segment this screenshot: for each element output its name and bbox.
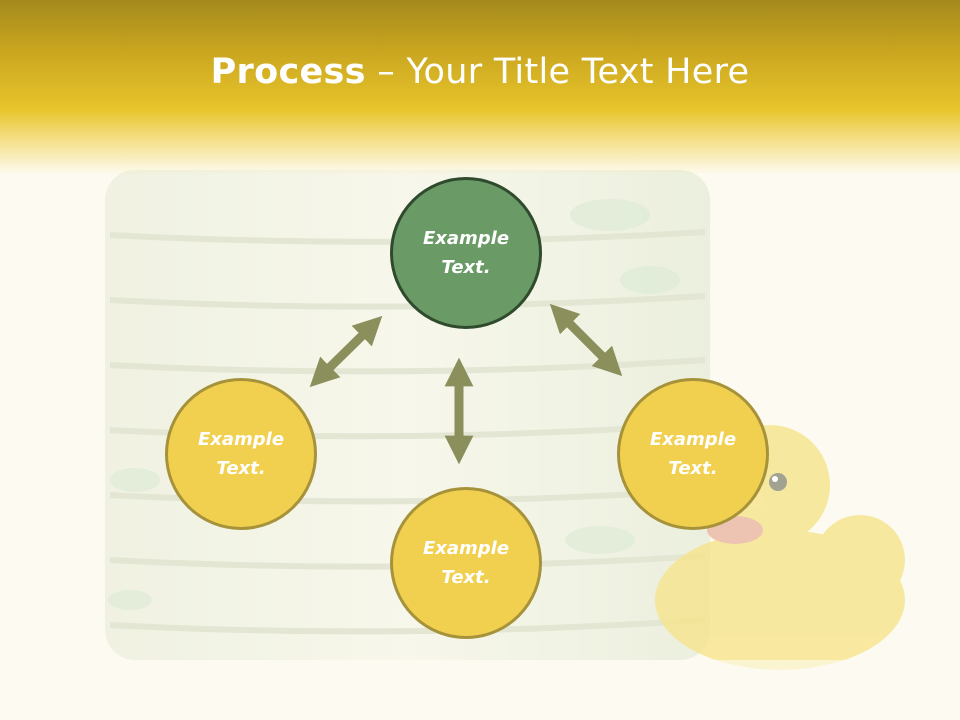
node-bottom-label: Example Text. bbox=[411, 534, 521, 592]
node-right-label: Example Text. bbox=[638, 425, 748, 483]
process-node-top[interactable]: Example Text. bbox=[390, 177, 542, 329]
process-node-bottom[interactable]: Example Text. bbox=[390, 487, 542, 639]
node-top-label: Example Text. bbox=[411, 224, 521, 282]
arrow-top-right bbox=[560, 314, 612, 366]
arrow-top-left bbox=[320, 326, 372, 377]
process-node-left[interactable]: Example Text. bbox=[165, 378, 317, 530]
node-left-label: Example Text. bbox=[186, 425, 296, 483]
process-node-right[interactable]: Example Text. bbox=[617, 378, 769, 530]
